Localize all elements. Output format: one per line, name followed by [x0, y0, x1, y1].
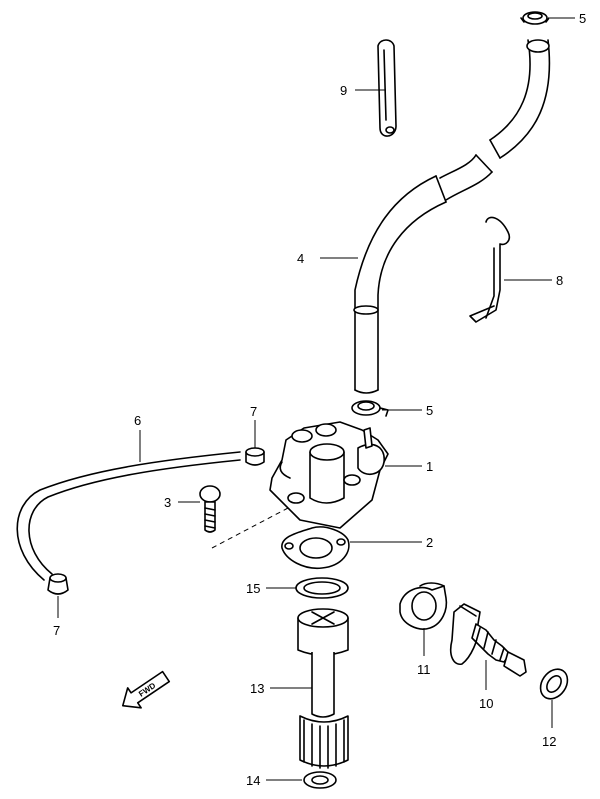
callout-5-top: 5: [579, 11, 586, 26]
callout-11: 11: [417, 662, 431, 677]
hose: [353, 39, 551, 394]
screw: [199, 485, 221, 533]
screw-dashed-line: [211, 507, 289, 549]
fwd-arrow-icon: FWD: [121, 670, 171, 709]
washer: [303, 771, 337, 789]
gasket: [281, 526, 350, 570]
o-ring: [295, 577, 349, 599]
fuel-pump-body: [269, 421, 389, 529]
callout-1: 1: [426, 459, 433, 474]
oil-seal: [539, 668, 569, 700]
cap-bottom: [47, 573, 69, 595]
callout-13: 13: [250, 681, 264, 696]
clamp-top: [520, 11, 550, 25]
clamp-mid: [351, 400, 389, 417]
callout-4: 4: [297, 251, 304, 266]
callout-6: 6: [134, 413, 141, 428]
callout-3: 3: [164, 495, 171, 510]
fuel-line: [16, 451, 241, 581]
callout-12: 12: [542, 734, 556, 749]
clip-bracket: [377, 39, 397, 137]
callout-2: 2: [426, 535, 433, 550]
callout-5-mid: 5: [426, 403, 433, 418]
driven-shaft: [297, 608, 349, 769]
callout-14: 14: [246, 773, 260, 788]
callout-7-bottom: 7: [53, 623, 60, 638]
bushing: [399, 582, 448, 630]
callout-9: 9: [340, 83, 347, 98]
spring-housing: [449, 603, 527, 677]
callout-7-top: 7: [250, 404, 257, 419]
wire-clip: [469, 216, 511, 323]
cap-top: [245, 447, 265, 466]
callout-10: 10: [479, 696, 493, 711]
callout-8: 8: [556, 273, 563, 288]
callout-15: 15: [246, 581, 260, 596]
